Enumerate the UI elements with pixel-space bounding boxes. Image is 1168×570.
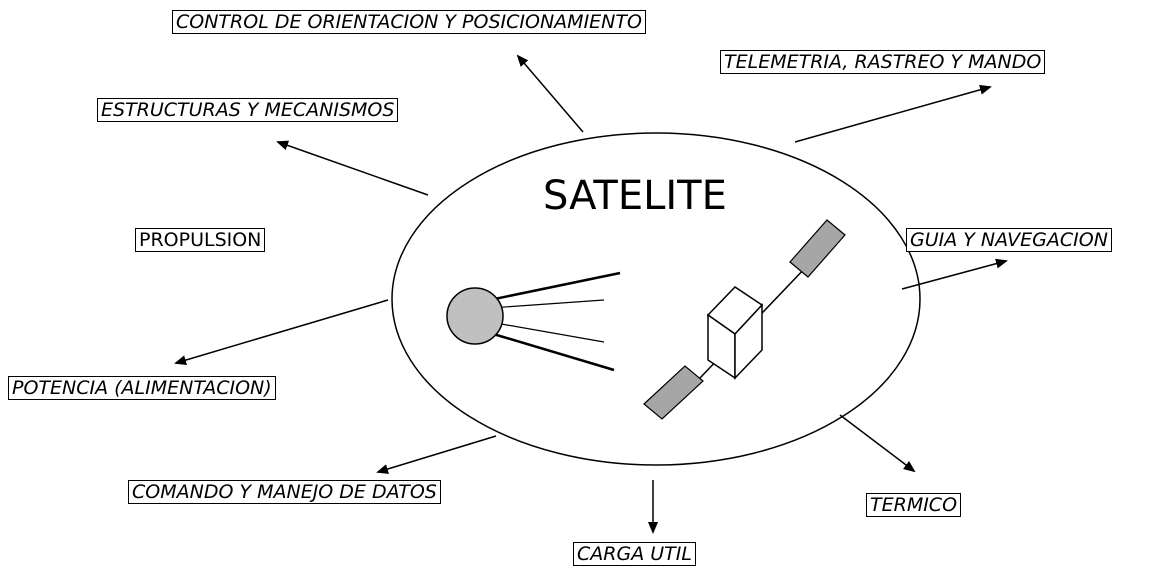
label-propulsion: PROPULSION [135, 228, 266, 252]
arrow-telemetria [794, 84, 992, 143]
arrow-guia [901, 258, 1008, 290]
label-guia-navegacion: GUIA Y NAVEGACION [906, 228, 1112, 252]
label-termico: TERMICO [866, 493, 962, 517]
label-telemetria: TELEMETRIA, RASTREO Y MANDO [720, 50, 1046, 74]
label-carga-util: CARGA UTIL [573, 542, 696, 566]
label-estructuras: ESTRUCTURAS Y MECANISMOS [97, 98, 399, 122]
label-control-orientacion: CONTROL DE ORIENTACION Y POSICIONAMIENTO [172, 10, 646, 34]
arrow-comando [376, 435, 497, 474]
solar-panel-satellite-icon [643, 219, 846, 420]
diagram-title: SATELITE [543, 173, 727, 219]
arrow-potencia [174, 299, 389, 365]
arrow-termico [839, 414, 916, 473]
sputnik-satellite-icon [446, 271, 621, 372]
satellite-ellipse [391, 132, 921, 466]
arrow-control [516, 54, 584, 133]
arrow-estructuras [276, 140, 429, 196]
label-potencia: POTENCIA (ALIMENTACION) [8, 376, 276, 400]
label-comando-datos: COMANDO Y MANEJO DE DATOS [128, 480, 441, 504]
